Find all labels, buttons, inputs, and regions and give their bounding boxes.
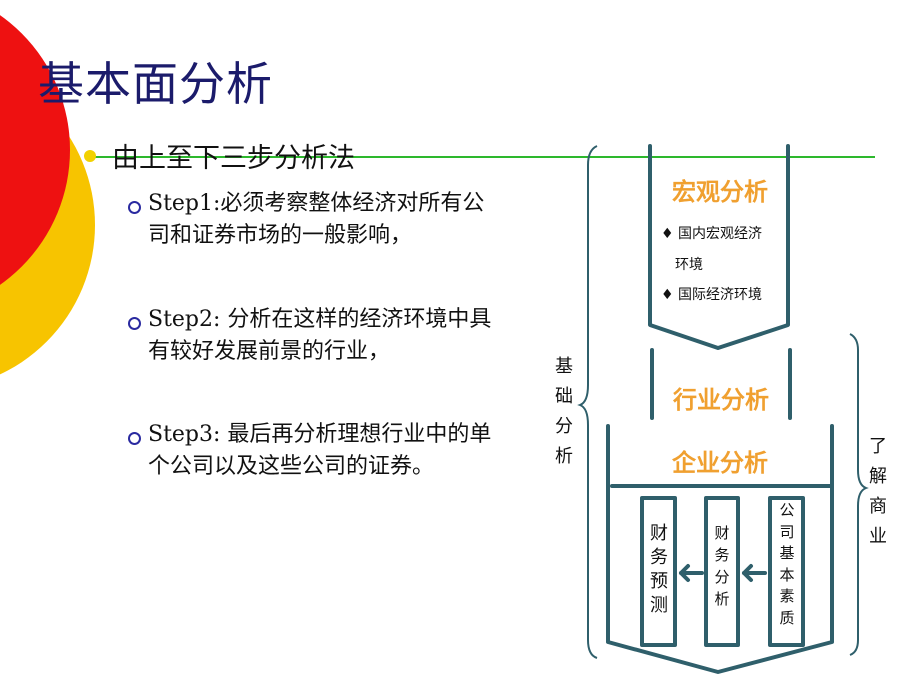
braces <box>577 145 869 659</box>
box-forecast-outline <box>640 496 677 647</box>
arrow-head-1 <box>742 564 753 582</box>
industry-shape <box>650 348 792 420</box>
macro-shape <box>648 144 790 350</box>
macro-item-1-cont: 环境 <box>675 257 703 273</box>
box-analysis-outline <box>704 496 740 647</box>
company-title: 企业分析 <box>672 449 768 477</box>
box-financial-forecast: 财务预测 <box>650 523 668 616</box>
left-label: 基础分析 <box>555 356 573 467</box>
step-bullet-3 <box>128 432 141 445</box>
box-quality-outline <box>768 496 805 647</box>
step-2-text: Step2: 分析在这样的经济环境中具有较好发展前景的行业， <box>148 307 492 364</box>
company-shape <box>606 424 834 674</box>
right-brace <box>849 333 869 656</box>
step-3-text: Step3: 最后再分析理想行业中的单个公司以及这些公司的证券。 <box>148 422 492 479</box>
macro-title: 宏观分析 <box>672 178 768 206</box>
section-heading: 由上至下三步分析法 <box>112 143 355 174</box>
heading-bullet <box>84 150 96 162</box>
macro-item-1: ♦ 国内宏观经济 <box>661 226 763 242</box>
arrow-head-2 <box>679 564 690 582</box>
slide-title: 基本面分析 <box>38 57 273 111</box>
red-circle <box>0 15 70 285</box>
macro-item-2: ♦ 国际经济环境 <box>661 287 763 303</box>
step-bullet-2 <box>128 317 141 330</box>
funnel-diagram <box>606 144 834 674</box>
right-label: 了解商业 <box>869 436 887 547</box>
left-brace <box>577 145 598 659</box>
box-company-quality: 公司基本素质 <box>779 501 795 627</box>
step-bullet-1 <box>128 201 141 214</box>
industry-title: 行业分析 <box>673 386 769 414</box>
box-financial-analysis: 财务分析 <box>714 524 730 608</box>
step-1-text: Step1:必须考察整体经济对所有公司和证券市场的一般影响， <box>148 191 485 248</box>
